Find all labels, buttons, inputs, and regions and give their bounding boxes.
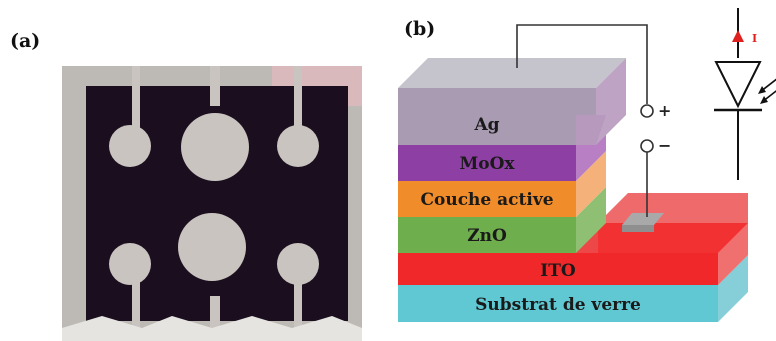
device-photo — [62, 66, 362, 341]
ito-front — [398, 253, 718, 285]
ito-contact-pad — [622, 213, 664, 225]
substrate-front — [398, 285, 718, 322]
electrode-small-bottom-left — [109, 243, 151, 285]
photodiode-symbol: I — [714, 8, 776, 180]
zno-side — [576, 187, 606, 253]
light-arrow-head-2 — [760, 96, 768, 104]
plus-label: + — [658, 101, 671, 120]
substrate-side — [718, 255, 748, 322]
panel-label-a: (a) — [10, 30, 41, 52]
ito-platform-top — [598, 193, 748, 223]
bottom-clips — [62, 316, 362, 341]
ito-contact-pad-front — [622, 225, 654, 232]
light-arrow-head-1 — [758, 86, 766, 94]
electrode-small-top-left — [109, 125, 151, 167]
ag-label: Ag — [473, 115, 499, 135]
zno-label: ZnO — [467, 226, 507, 246]
top-lead-right — [294, 66, 302, 136]
current-label: I — [752, 32, 757, 45]
ito-side — [718, 223, 748, 285]
panel-label-b: (b) — [404, 18, 436, 40]
diode-triangle — [714, 61, 762, 109]
ag-side-fill — [576, 115, 606, 145]
electrode-large-bottom — [178, 213, 246, 281]
ito-label: ITO — [540, 261, 576, 281]
top-lead-center — [210, 66, 220, 106]
top-wire — [516, 24, 648, 104]
layer-stack-diagram: Substrat de verre ITO ZnO Couche active … — [398, 24, 748, 322]
ag-side — [596, 58, 626, 145]
substrate-label: Substrat de verre — [475, 295, 641, 315]
minus-terminal — [640, 139, 654, 153]
current-arrow-icon — [732, 30, 744, 42]
ag-front — [398, 88, 596, 145]
minus-label: − — [658, 136, 671, 155]
plus-terminal — [640, 104, 654, 118]
bottom-lead-center — [210, 296, 220, 341]
active-front — [398, 181, 576, 217]
bottom-lead-left — [132, 281, 140, 341]
bottom-lead-right — [294, 281, 302, 341]
moox-front — [398, 145, 576, 181]
zno-front — [398, 217, 576, 253]
top-lead-left — [132, 66, 140, 136]
active-side — [576, 151, 606, 217]
ag-top — [398, 58, 626, 88]
electrode-small-top-right — [277, 125, 319, 167]
moox-label: MoOx — [459, 154, 515, 174]
electrode-large-top — [181, 113, 249, 181]
electrode-small-bottom-right — [277, 243, 319, 285]
active-label: Couche active — [420, 190, 553, 210]
